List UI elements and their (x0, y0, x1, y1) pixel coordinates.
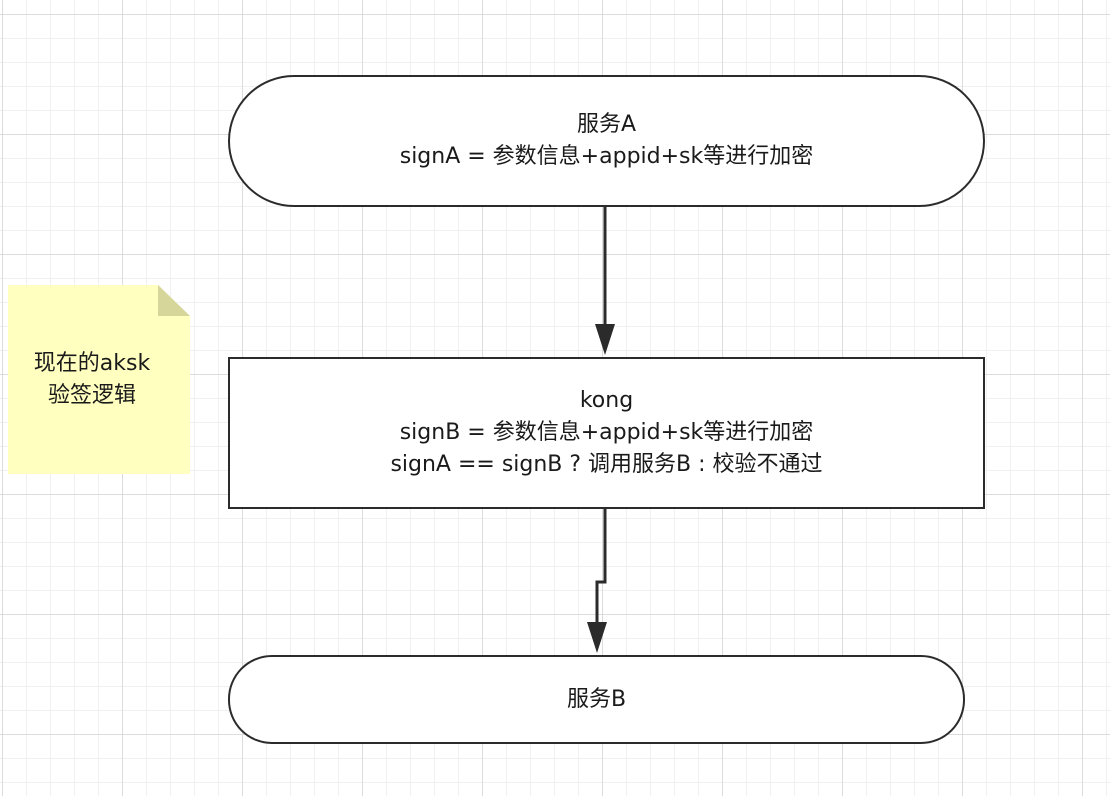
node-label: 服务A (576, 112, 637, 137)
node-service-a[interactable]: 服务A signA = 参数信息+appid+sk等进行加密 (228, 75, 985, 207)
node-kong[interactable]: kong signB = 参数信息+appid+sk等进行加密 signA ==… (228, 357, 985, 509)
note-body[interactable] (8, 285, 190, 474)
arrowhead-kong (595, 324, 615, 355)
note-fold (158, 285, 190, 316)
node-label: signA == signB ? 调用服务B : 校验不通过 (390, 452, 823, 477)
node-label: 服务B (566, 686, 627, 712)
node-service-b[interactable]: 服务B (228, 655, 965, 744)
node-label: signB = 参数信息+appid+sk等进行加密 (399, 420, 814, 445)
edge-kong-to-service-b[interactable] (595, 509, 607, 624)
arrowhead-service-b (587, 622, 607, 653)
node-label: signA = 参数信息+appid+sk等进行加密 (399, 144, 814, 169)
note-line: 验签逻辑 (47, 383, 136, 408)
note-line: 现在的aksk (33, 351, 151, 376)
node-label: kong (579, 388, 634, 413)
note-text: 现在的aksk 验签逻辑 (12, 348, 172, 412)
